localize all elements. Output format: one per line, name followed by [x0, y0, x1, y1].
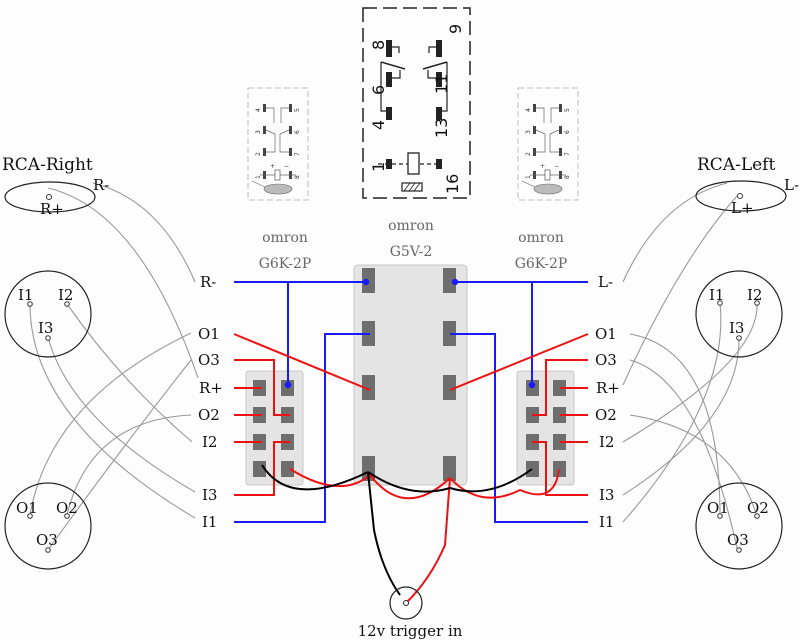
rca-left-minus-label: L- — [784, 176, 799, 194]
svg-text:O3: O3 — [36, 531, 58, 549]
g5v-pin-16: 16 — [443, 174, 462, 194]
g5v-pin-1: 1 — [369, 162, 388, 172]
rca-right-connector: RCA-Right R+ R- — [2, 155, 109, 218]
svg-text:O2: O2 — [747, 499, 769, 517]
svg-text:+: + — [540, 163, 545, 170]
g5v-pin-11: 11 — [432, 74, 451, 94]
output-wires — [233, 333, 589, 605]
svg-text:O2: O2 — [56, 499, 78, 517]
coil-icon — [407, 152, 420, 175]
relay-right-brand: omron — [518, 230, 564, 246]
svg-text:I3: I3 — [729, 319, 744, 337]
g5v-schematic: 8 9 6 11 4 13 1 16 — [362, 7, 471, 199]
svg-text:O1: O1 — [16, 499, 38, 517]
svg-text:4: 4 — [255, 108, 262, 112]
g5v-pin-8: 8 — [369, 40, 388, 50]
g5v-pin-4: 4 — [369, 120, 388, 130]
svg-text:7: 7 — [564, 152, 571, 156]
svg-text:−: − — [284, 163, 289, 170]
g6k-schematic-left: + − 4 5 3 6 2 7 1 8 — [247, 87, 309, 201]
svg-text:R-: R- — [200, 273, 216, 291]
trigger-label: 12v trigger in — [358, 622, 463, 640]
rca-right-plus-label: R+ — [40, 200, 64, 218]
svg-text:6: 6 — [564, 130, 571, 134]
g5v-pin-6: 6 — [369, 85, 388, 95]
g5v-pin-13: 13 — [432, 118, 451, 138]
svg-text:O3: O3 — [198, 351, 220, 369]
svg-text:R+: R+ — [596, 379, 620, 397]
svg-text:O1: O1 — [595, 325, 617, 343]
svg-text:4: 4 — [525, 108, 532, 112]
terminal-labels-left: R- O1 O3 R+ O2 I2 I3 I1 — [198, 273, 223, 531]
output-connector-right: O1 O2 O3 — [4, 482, 92, 570]
coil-wires — [261, 464, 533, 596]
relay-center-model: G5V-2 — [390, 244, 433, 260]
rca-right-title: RCA-Right — [2, 155, 93, 175]
relay-center-brand: omron — [388, 218, 434, 234]
svg-text:8: 8 — [564, 175, 571, 179]
rca-left-title: RCA-Left — [697, 155, 775, 175]
relay-right — [516, 370, 575, 486]
hatch-icon — [533, 183, 563, 195]
relay-right-model: G6K-2P — [515, 256, 568, 272]
svg-text:5: 5 — [564, 108, 571, 112]
svg-text:I1: I1 — [202, 513, 217, 531]
svg-text:3: 3 — [255, 130, 262, 134]
relay-center — [353, 264, 468, 486]
svg-text:−: − — [554, 163, 559, 170]
svg-text:O3: O3 — [595, 351, 617, 369]
rca-left-plus-label: L+ — [731, 199, 754, 217]
output-connector-left: O1 O2 O3 — [695, 482, 783, 570]
svg-text:I1: I1 — [599, 513, 614, 531]
rca-right-minus-label: R- — [93, 176, 109, 194]
svg-text:I1: I1 — [18, 286, 33, 304]
terminal-labels-right: L- O1 O3 R+ O2 I2 I3 I1 — [595, 273, 620, 531]
svg-text:I3: I3 — [38, 319, 53, 337]
trigger-input-jack: 12v trigger in — [358, 586, 463, 640]
svg-text:L-: L- — [598, 273, 613, 291]
svg-text:3: 3 — [525, 130, 532, 134]
svg-text:O2: O2 — [198, 406, 220, 424]
signal-wires-left — [29, 182, 199, 551]
svg-text:I2: I2 — [202, 433, 217, 451]
svg-text:I2: I2 — [58, 286, 73, 304]
svg-text:I2: I2 — [747, 286, 762, 304]
signal-wires-right — [622, 182, 758, 549]
rca-left-connector: RCA-Left L+ L- — [695, 155, 799, 217]
svg-text:I3: I3 — [202, 486, 217, 504]
svg-text:8: 8 — [294, 175, 301, 179]
relay-left-model: G6K-2P — [259, 256, 312, 272]
svg-text:2: 2 — [525, 152, 532, 156]
svg-text:+: + — [270, 163, 275, 170]
g6k-schematic-right: + − 4 5 3 6 2 7 1 8 — [517, 87, 579, 201]
svg-text:O1: O1 — [198, 325, 220, 343]
ground-wires — [234, 278, 588, 523]
svg-text:I1: I1 — [709, 286, 724, 304]
svg-text:6: 6 — [294, 130, 301, 134]
g5v-pin-9: 9 — [446, 24, 465, 34]
svg-text:5: 5 — [294, 108, 301, 112]
svg-text:2: 2 — [255, 152, 262, 156]
svg-text:1: 1 — [255, 175, 262, 179]
svg-text:O2: O2 — [595, 406, 617, 424]
input-connector-right: I1 I2 I3 — [4, 270, 92, 358]
svg-text:I2: I2 — [599, 433, 614, 451]
hatch-icon — [263, 183, 293, 195]
svg-text:R+: R+ — [199, 379, 223, 397]
svg-text:I3: I3 — [599, 486, 614, 504]
svg-text:7: 7 — [294, 152, 301, 156]
svg-text:1: 1 — [525, 175, 532, 179]
input-connector-left: I1 I2 I3 — [695, 270, 783, 358]
svg-text:O3: O3 — [727, 531, 749, 549]
svg-text:O1: O1 — [707, 499, 729, 517]
relay-left — [245, 370, 304, 486]
relay-left-brand: omron — [262, 230, 308, 246]
g5v-schematic-frame — [362, 7, 471, 199]
